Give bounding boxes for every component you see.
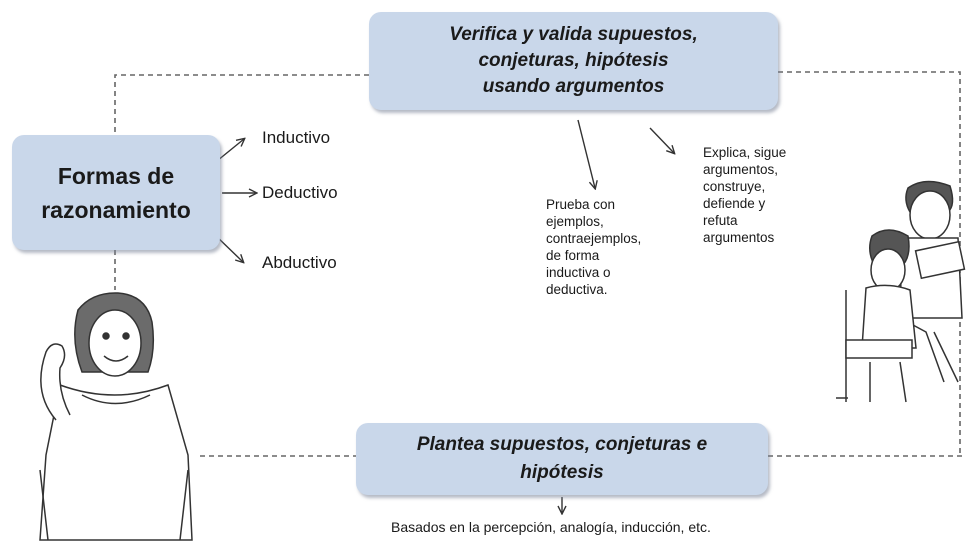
note-argumentos-line: argumentos bbox=[703, 230, 775, 245]
formas-box: Formas de razonamiento bbox=[12, 135, 220, 250]
formas-line-2: razonamiento bbox=[41, 196, 191, 223]
note-ejemplos-line: Prueba con bbox=[546, 197, 616, 212]
note-argumentos-line: Explica, sigue bbox=[703, 145, 787, 160]
woman-illustration bbox=[39, 292, 193, 541]
branch-abductivo: Abductivo bbox=[262, 253, 337, 272]
verifica-line-3: usando argumentos bbox=[482, 76, 665, 97]
arrows bbox=[211, 119, 674, 513]
note-ejemplos-line: ejemplos, bbox=[546, 214, 604, 229]
branch-deductivo: Deductivo bbox=[262, 183, 338, 202]
formas-line-1: Formas de bbox=[57, 162, 175, 189]
note-argumentos-line: argumentos, bbox=[703, 162, 779, 177]
verifica-line-2: conjeturas, hipótesis bbox=[478, 50, 669, 71]
note-argumentos: Explica, sigue argumentos, construye, de… bbox=[703, 144, 786, 246]
plantea-line-2: hipótesis bbox=[520, 462, 604, 483]
plantea-box: Plantea supuestos, conjeturas e hipótesi… bbox=[356, 423, 768, 495]
plantea-line-1: Plantea supuestos, conjeturas e bbox=[416, 434, 708, 455]
note-ejemplos-line: contraejemplos, bbox=[546, 231, 642, 246]
note-argumentos-line: defiende y bbox=[703, 196, 766, 211]
note-ejemplos-line: inductiva o bbox=[546, 265, 611, 280]
arrow-to-argumentos bbox=[649, 127, 674, 153]
dashed-line-top-left bbox=[114, 74, 369, 135]
dashed-cycle bbox=[114, 71, 962, 457]
verifica-line-1: Verifica y valida supuestos, bbox=[449, 24, 698, 45]
note-ejemplos-line: de forma bbox=[546, 248, 600, 263]
note-ejemplos-line: deductiva. bbox=[546, 282, 608, 297]
children-illustration bbox=[836, 180, 966, 403]
verifica-box: Verifica y valida supuestos, conjeturas,… bbox=[369, 12, 778, 110]
dashed-line-top-right bbox=[778, 71, 961, 455]
caption-basados: Basados en la percepción, analogía, indu… bbox=[391, 519, 711, 535]
arrow-to-ejemplos bbox=[577, 119, 595, 188]
note-ejemplos: Prueba con ejemplos, contraejemplos, de … bbox=[546, 196, 641, 298]
note-argumentos-line: construye, bbox=[703, 179, 766, 194]
note-argumentos-line: refuta bbox=[703, 213, 738, 228]
branch-inductivo: Inductivo bbox=[262, 128, 331, 147]
